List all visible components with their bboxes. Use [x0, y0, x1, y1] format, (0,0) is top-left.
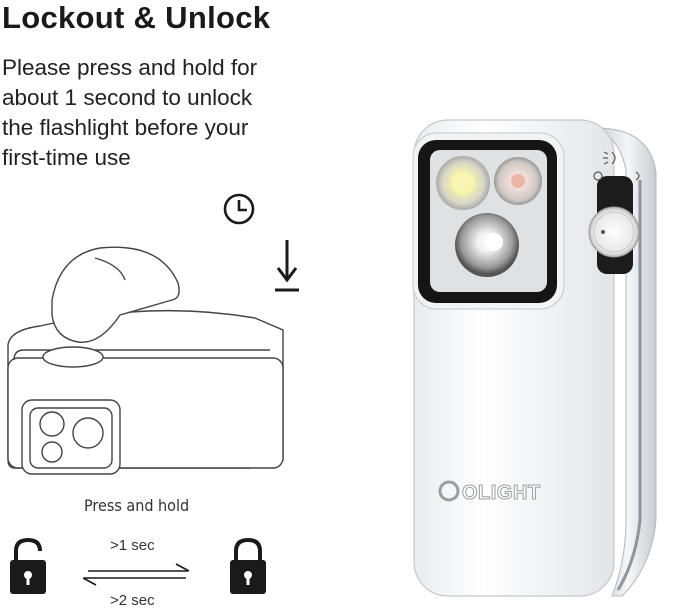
olight-logo: OLIGHT	[438, 480, 541, 505]
instruction-line: the flashlight before your	[2, 115, 249, 140]
instruction-line: first-time use	[2, 145, 131, 170]
press-diagram	[7, 246, 284, 475]
unlock-duration-label: >1 sec	[110, 537, 155, 554]
clock-icon	[223, 193, 255, 225]
svg-text:OLIGHT: OLIGHT	[462, 482, 541, 504]
flashlight-product: OLIGHT	[412, 119, 657, 597]
lock-duration-label: >2 sec	[110, 592, 155, 609]
page-title: Lockout & Unlock	[2, 0, 271, 35]
instruction-text: Please press and hold for about 1 second…	[2, 53, 332, 173]
unlocked-padlock-icon	[10, 537, 46, 594]
down-arrow-icon	[275, 240, 299, 292]
instruction-line: about 1 second to unlock	[2, 85, 253, 110]
press-and-hold-label: Press and hold	[84, 496, 190, 515]
instruction-line: Please press and hold for	[2, 55, 258, 80]
double-arrow-icon	[82, 563, 190, 586]
locked-padlock-icon	[230, 537, 266, 594]
